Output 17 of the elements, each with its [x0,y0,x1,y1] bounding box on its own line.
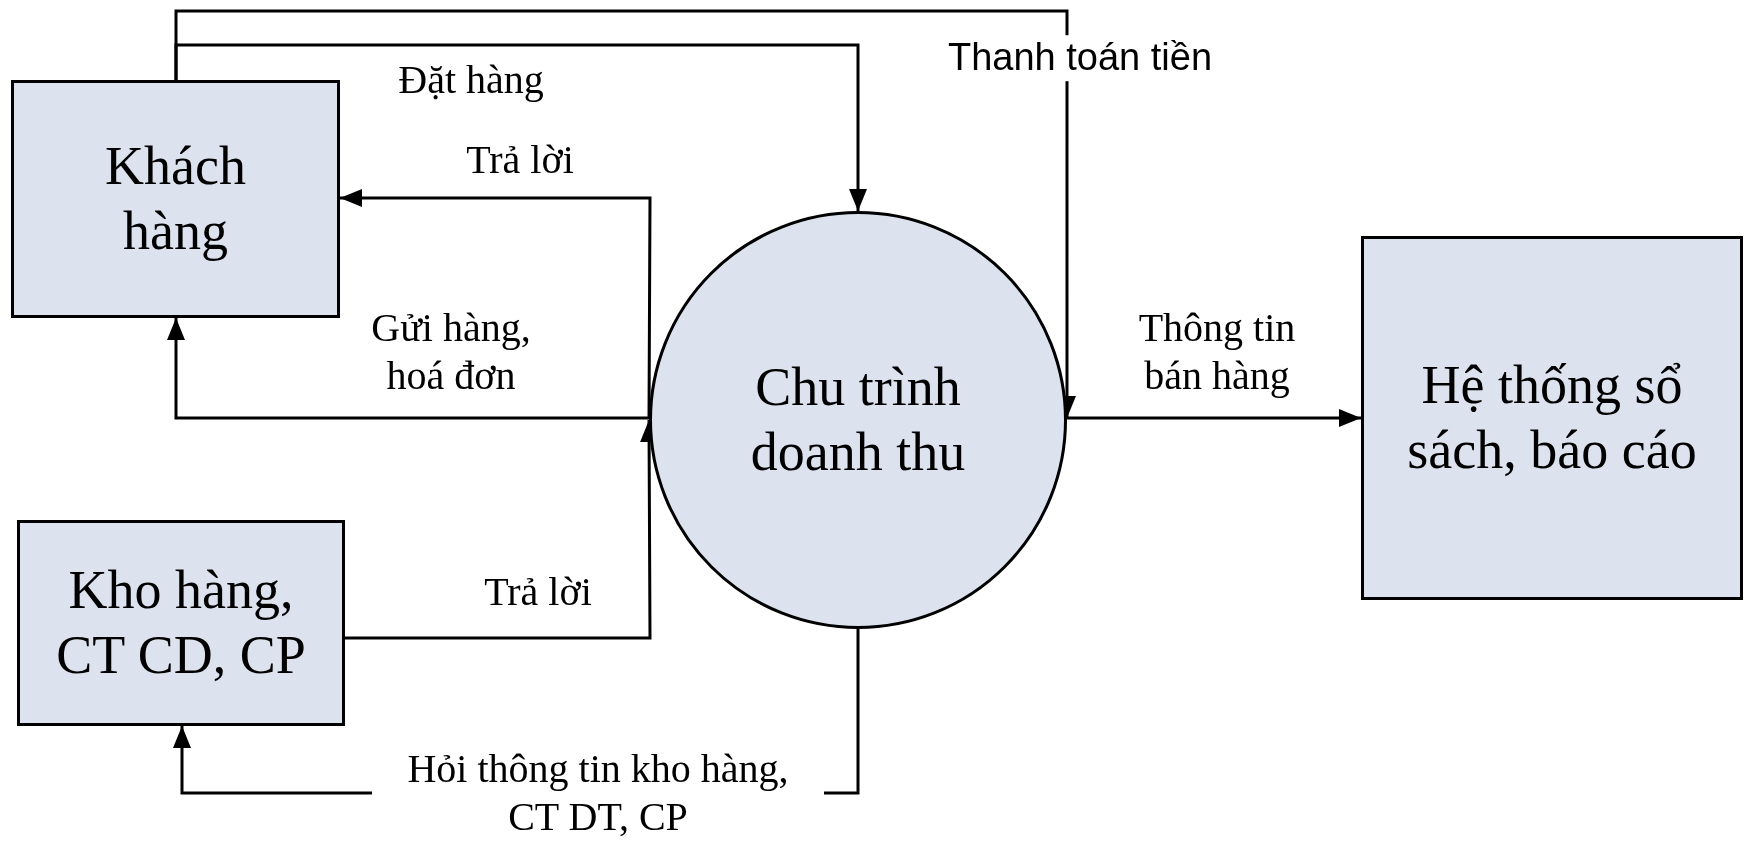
node-text: Chu trình doanh thu [749,356,967,484]
arrow [1067,409,1361,427]
arrow [340,189,652,418]
node-text: Kho hàng, CT CD, CP [55,559,307,687]
process-circle [649,211,1067,629]
entity-box [17,520,345,726]
entity-box [1361,236,1743,600]
edge-label: Trả lời [466,136,574,184]
edge-label: Trả lời [484,568,592,616]
node-text: Khách hàng [104,135,247,263]
entity-box [11,80,340,318]
edge-label: Thông tin bán hàng [1137,304,1297,400]
arrow [167,318,649,420]
edge-label: Đặt hàng [398,56,544,104]
node-text: Hệ thống sổ sách, báo cáo [1406,354,1698,482]
arrow [174,9,1076,418]
edge-label: Gửi hàng, hoá đơn [370,304,532,400]
